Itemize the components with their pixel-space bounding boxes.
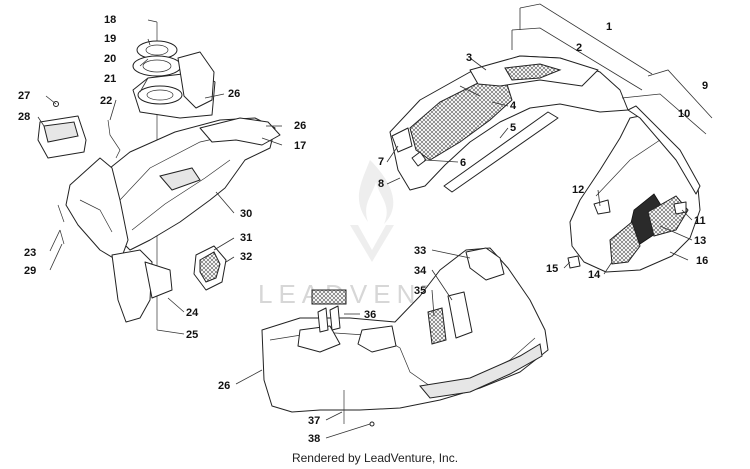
- callout-21: 21: [104, 73, 116, 85]
- callout-24: 24: [186, 307, 199, 319]
- leader-lines: [37, 3, 713, 439]
- callout-22: 22: [100, 95, 112, 107]
- footer-credit: Rendered by LeadVenture, Inc.: [291, 451, 459, 465]
- callout-32: 32: [240, 251, 252, 263]
- callout-15: 15: [546, 263, 558, 275]
- callout-6: 6: [460, 157, 466, 169]
- callout-30: 30: [240, 208, 252, 220]
- callout-37: 37: [308, 415, 320, 427]
- side-panel-assembly-illustration: [389, 55, 629, 193]
- callout-18: 18: [104, 14, 116, 26]
- callout-19: 19: [104, 33, 116, 45]
- callout-36: 36: [364, 309, 376, 321]
- callout-25: 25: [186, 329, 198, 341]
- callout-23: 23: [24, 247, 36, 259]
- callout-12: 12: [572, 184, 584, 196]
- callout-2: 2: [576, 42, 582, 54]
- callout-16: 16: [696, 255, 708, 267]
- callout-labels: 1 2 3 4 5 6 7 8 9 10 11 12 13 14 15 16 1…: [18, 14, 708, 445]
- callout-38: 38: [308, 433, 320, 445]
- callout-27: 27: [18, 90, 30, 102]
- callout-31: 31: [240, 232, 252, 244]
- callout-29: 29: [24, 265, 36, 277]
- callout-33: 33: [414, 245, 426, 257]
- callout-20: 20: [104, 53, 116, 65]
- callout-14: 14: [588, 269, 601, 281]
- callout-26-upper: 26: [228, 88, 240, 100]
- callout-35: 35: [414, 285, 426, 297]
- callout-1: 1: [606, 21, 612, 33]
- callout-9: 9: [702, 80, 708, 92]
- callout-10: 10: [678, 108, 690, 120]
- callout-17: 17: [294, 140, 306, 152]
- dash-assembly-illustration: [37, 22, 281, 330]
- callout-11: 11: [694, 215, 706, 227]
- nose-assembly-illustration: [261, 247, 549, 427]
- callout-26-right: 26: [294, 120, 306, 132]
- watermark-flame-logo: [350, 160, 394, 262]
- callout-3: 3: [466, 52, 472, 64]
- callout-26-lower: 26: [218, 380, 230, 392]
- callout-28: 28: [18, 111, 30, 123]
- callout-5: 5: [510, 122, 516, 134]
- callout-7: 7: [378, 156, 384, 168]
- right-panel-assembly-illustration: [567, 105, 701, 273]
- callout-34: 34: [414, 265, 427, 277]
- callout-4: 4: [510, 100, 517, 112]
- callout-13: 13: [694, 235, 706, 247]
- callout-8: 8: [378, 178, 384, 190]
